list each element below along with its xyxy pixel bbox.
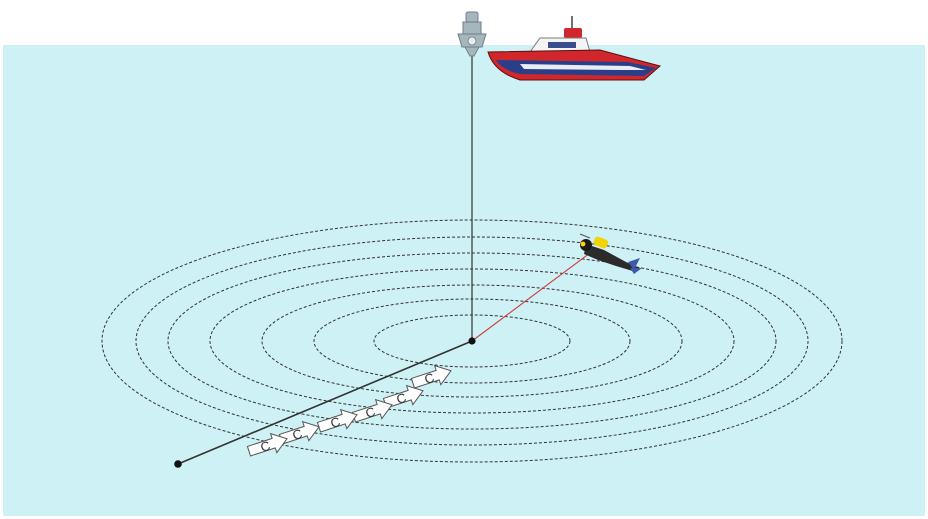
surface-vessel-icon [487, 16, 662, 81]
search-baseline [177, 340, 473, 465]
arrow-letter: C [259, 438, 273, 455]
diver-guide-line [471, 252, 591, 342]
search-direction-arrow-icon: C [382, 384, 424, 409]
arrow-letter: C [423, 370, 437, 387]
search-ring [135, 236, 809, 446]
water-body [3, 45, 925, 516]
center-weight-icon [468, 337, 476, 345]
search-direction-arrow-icon: C [351, 398, 393, 423]
anchor-weight-icon [174, 460, 182, 468]
arrow-letter: C [291, 426, 305, 443]
search-direction-arrow-icon: C [278, 420, 320, 445]
arrow-letter: C [395, 390, 409, 407]
surface-buoy-icon [457, 11, 487, 57]
arrow-letter: C [329, 414, 343, 431]
search-direction-arrow-icon: C [246, 432, 288, 457]
search-ring [167, 252, 777, 430]
search-direction-arrow-icon: C [410, 364, 452, 389]
search-direction-arrow-icon: C [316, 408, 358, 433]
arrow-letter: C [364, 404, 378, 421]
diver-icon [579, 233, 642, 274]
